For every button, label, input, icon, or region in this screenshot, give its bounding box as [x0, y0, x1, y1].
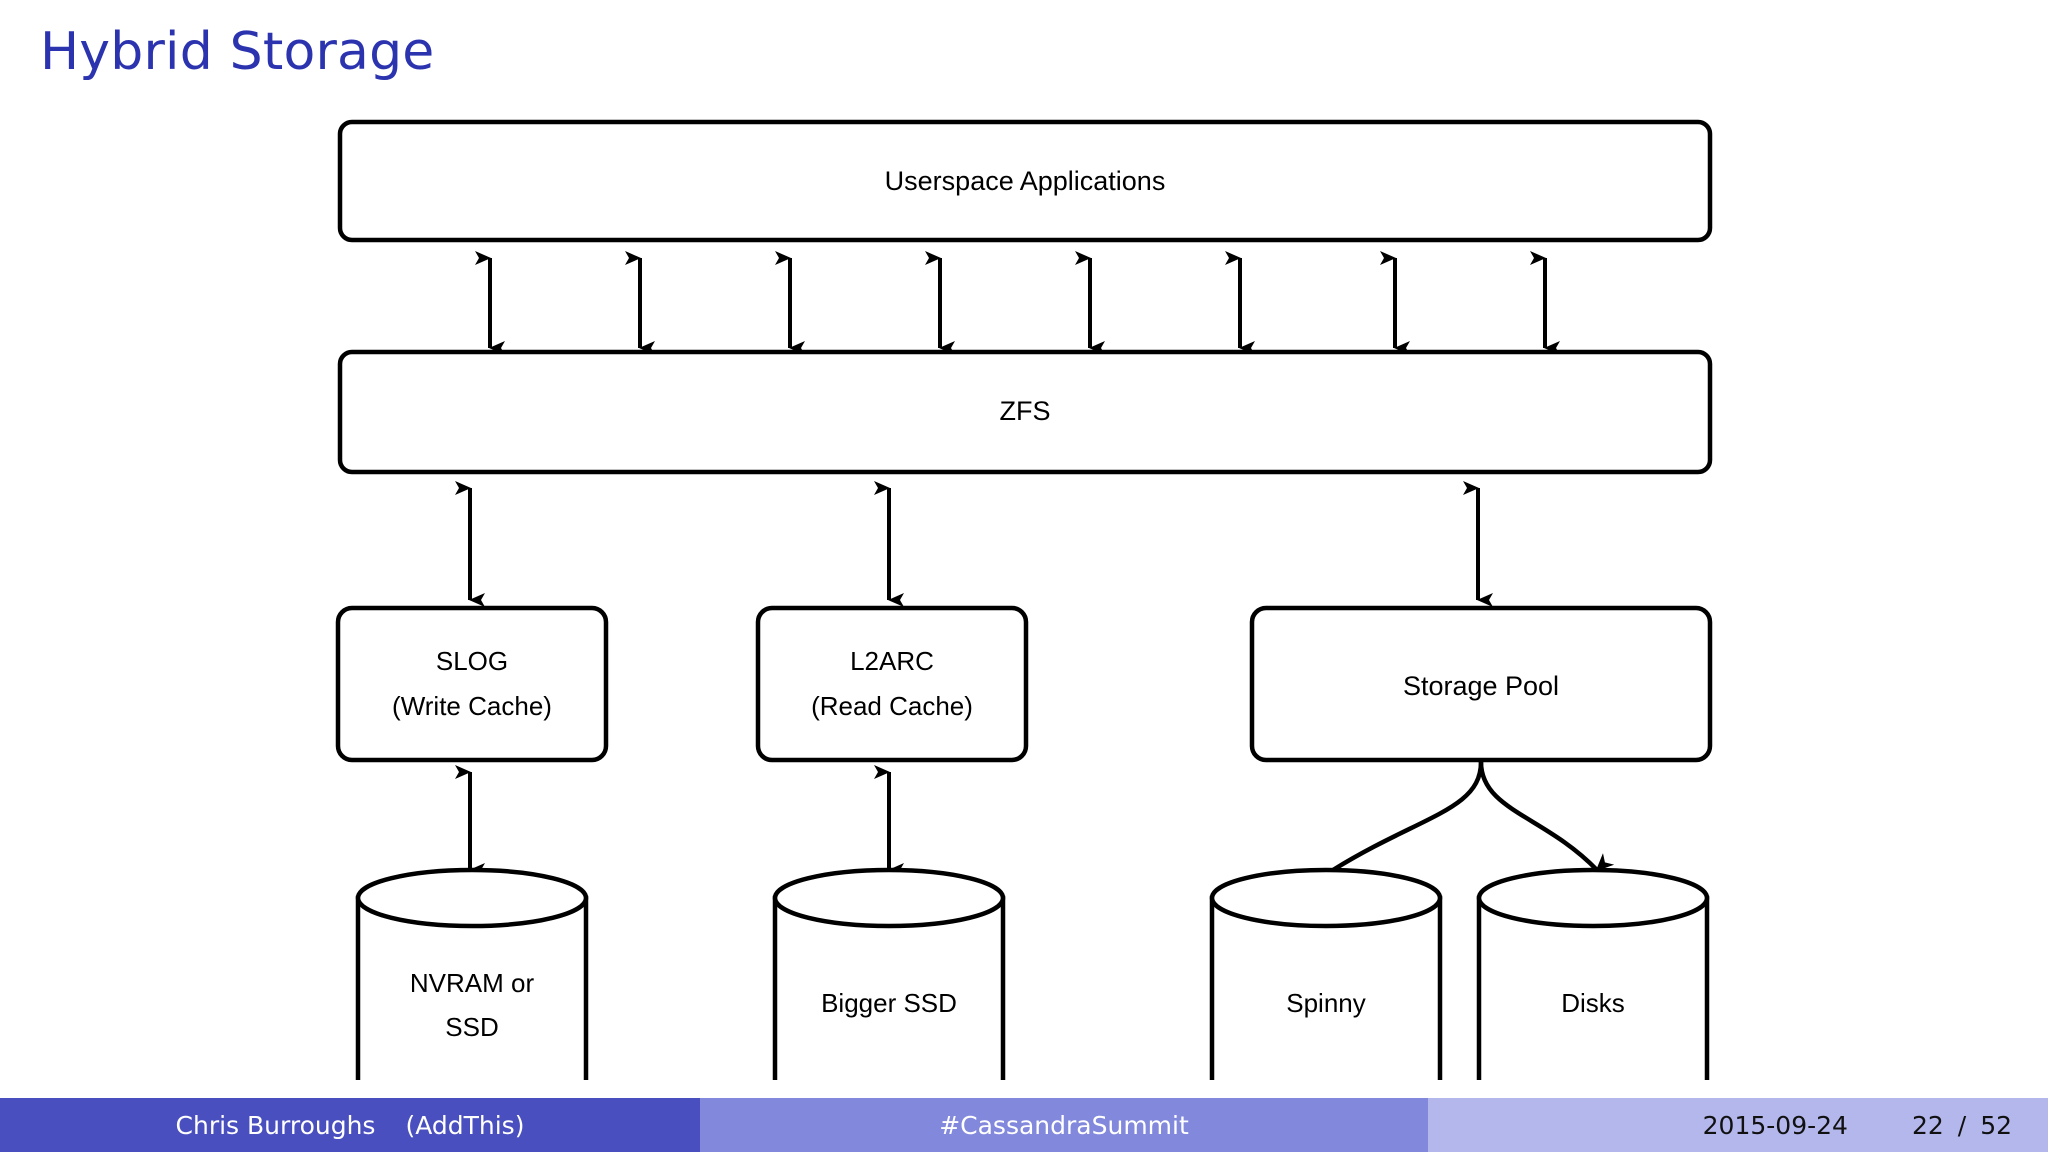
footer-author-org: (AddThis) — [405, 1110, 525, 1140]
node-label-nvram-line1: NVRAM or — [410, 968, 535, 998]
node-slog: SLOG (Write Cache) — [335, 605, 609, 763]
node-spinny-cylinder: Spinny — [1209, 867, 1443, 1080]
node-label-slog-line1: SLOG — [436, 646, 508, 676]
footer-meta-segment: 2015-09-24 22 / 52 — [1428, 1098, 2048, 1152]
node-label-l2arc-line1: L2ARC — [850, 646, 934, 676]
edge-userspace-zfs — [475, 251, 1560, 355]
node-userspace-applications: Userspace Applications — [337, 119, 1713, 243]
edge-storage-pool-fork — [1331, 761, 1615, 888]
node-bigger-ssd-cylinder: Bigger SSD — [772, 867, 1006, 1080]
footer-page-current: 22 — [1911, 1110, 1944, 1140]
footer-page-separator: / — [1957, 1110, 1967, 1140]
footer-hashtag-segment: #CassandraSummit — [700, 1098, 1428, 1152]
node-label-storage-pool: Storage Pool — [1403, 671, 1559, 701]
footer-author-name: Chris Burroughs — [175, 1110, 376, 1140]
node-label-slog-line2: (Write Cache) — [392, 691, 552, 721]
node-label-userspace: Userspace Applications — [885, 166, 1166, 196]
node-zfs: ZFS — [337, 349, 1713, 475]
footer-author-segment: Chris Burroughs (AddThis) — [0, 1098, 700, 1152]
footer-page-total: 52 — [1980, 1110, 2012, 1140]
slide-footer: Chris Burroughs (AddThis) #CassandraSumm… — [0, 1098, 2048, 1152]
node-storage-pool: Storage Pool — [1249, 605, 1713, 763]
node-disks-cylinder: Disks — [1476, 867, 1710, 1080]
node-label-spinny: Spinny — [1286, 988, 1366, 1018]
footer-date: 2015-09-24 — [1702, 1110, 1848, 1140]
node-label-l2arc-line2: (Read Cache) — [811, 691, 973, 721]
node-nvram-cylinder: NVRAM or SSD — [355, 867, 589, 1080]
footer-page-number: 22 / 52 — [1912, 1111, 2012, 1140]
node-label-disks: Disks — [1561, 988, 1625, 1018]
node-l2arc: L2ARC (Read Cache) — [755, 605, 1029, 763]
page-title: Hybrid Storage — [40, 22, 435, 82]
node-label-zfs: ZFS — [1000, 396, 1051, 426]
hybrid-storage-diagram: Userspace Applications ZFS — [0, 100, 2048, 1080]
node-label-bigger-ssd: Bigger SSD — [821, 988, 957, 1018]
footer-hashtag: #CassandraSummit — [939, 1110, 1189, 1140]
node-label-nvram-line2: SSD — [445, 1012, 498, 1042]
